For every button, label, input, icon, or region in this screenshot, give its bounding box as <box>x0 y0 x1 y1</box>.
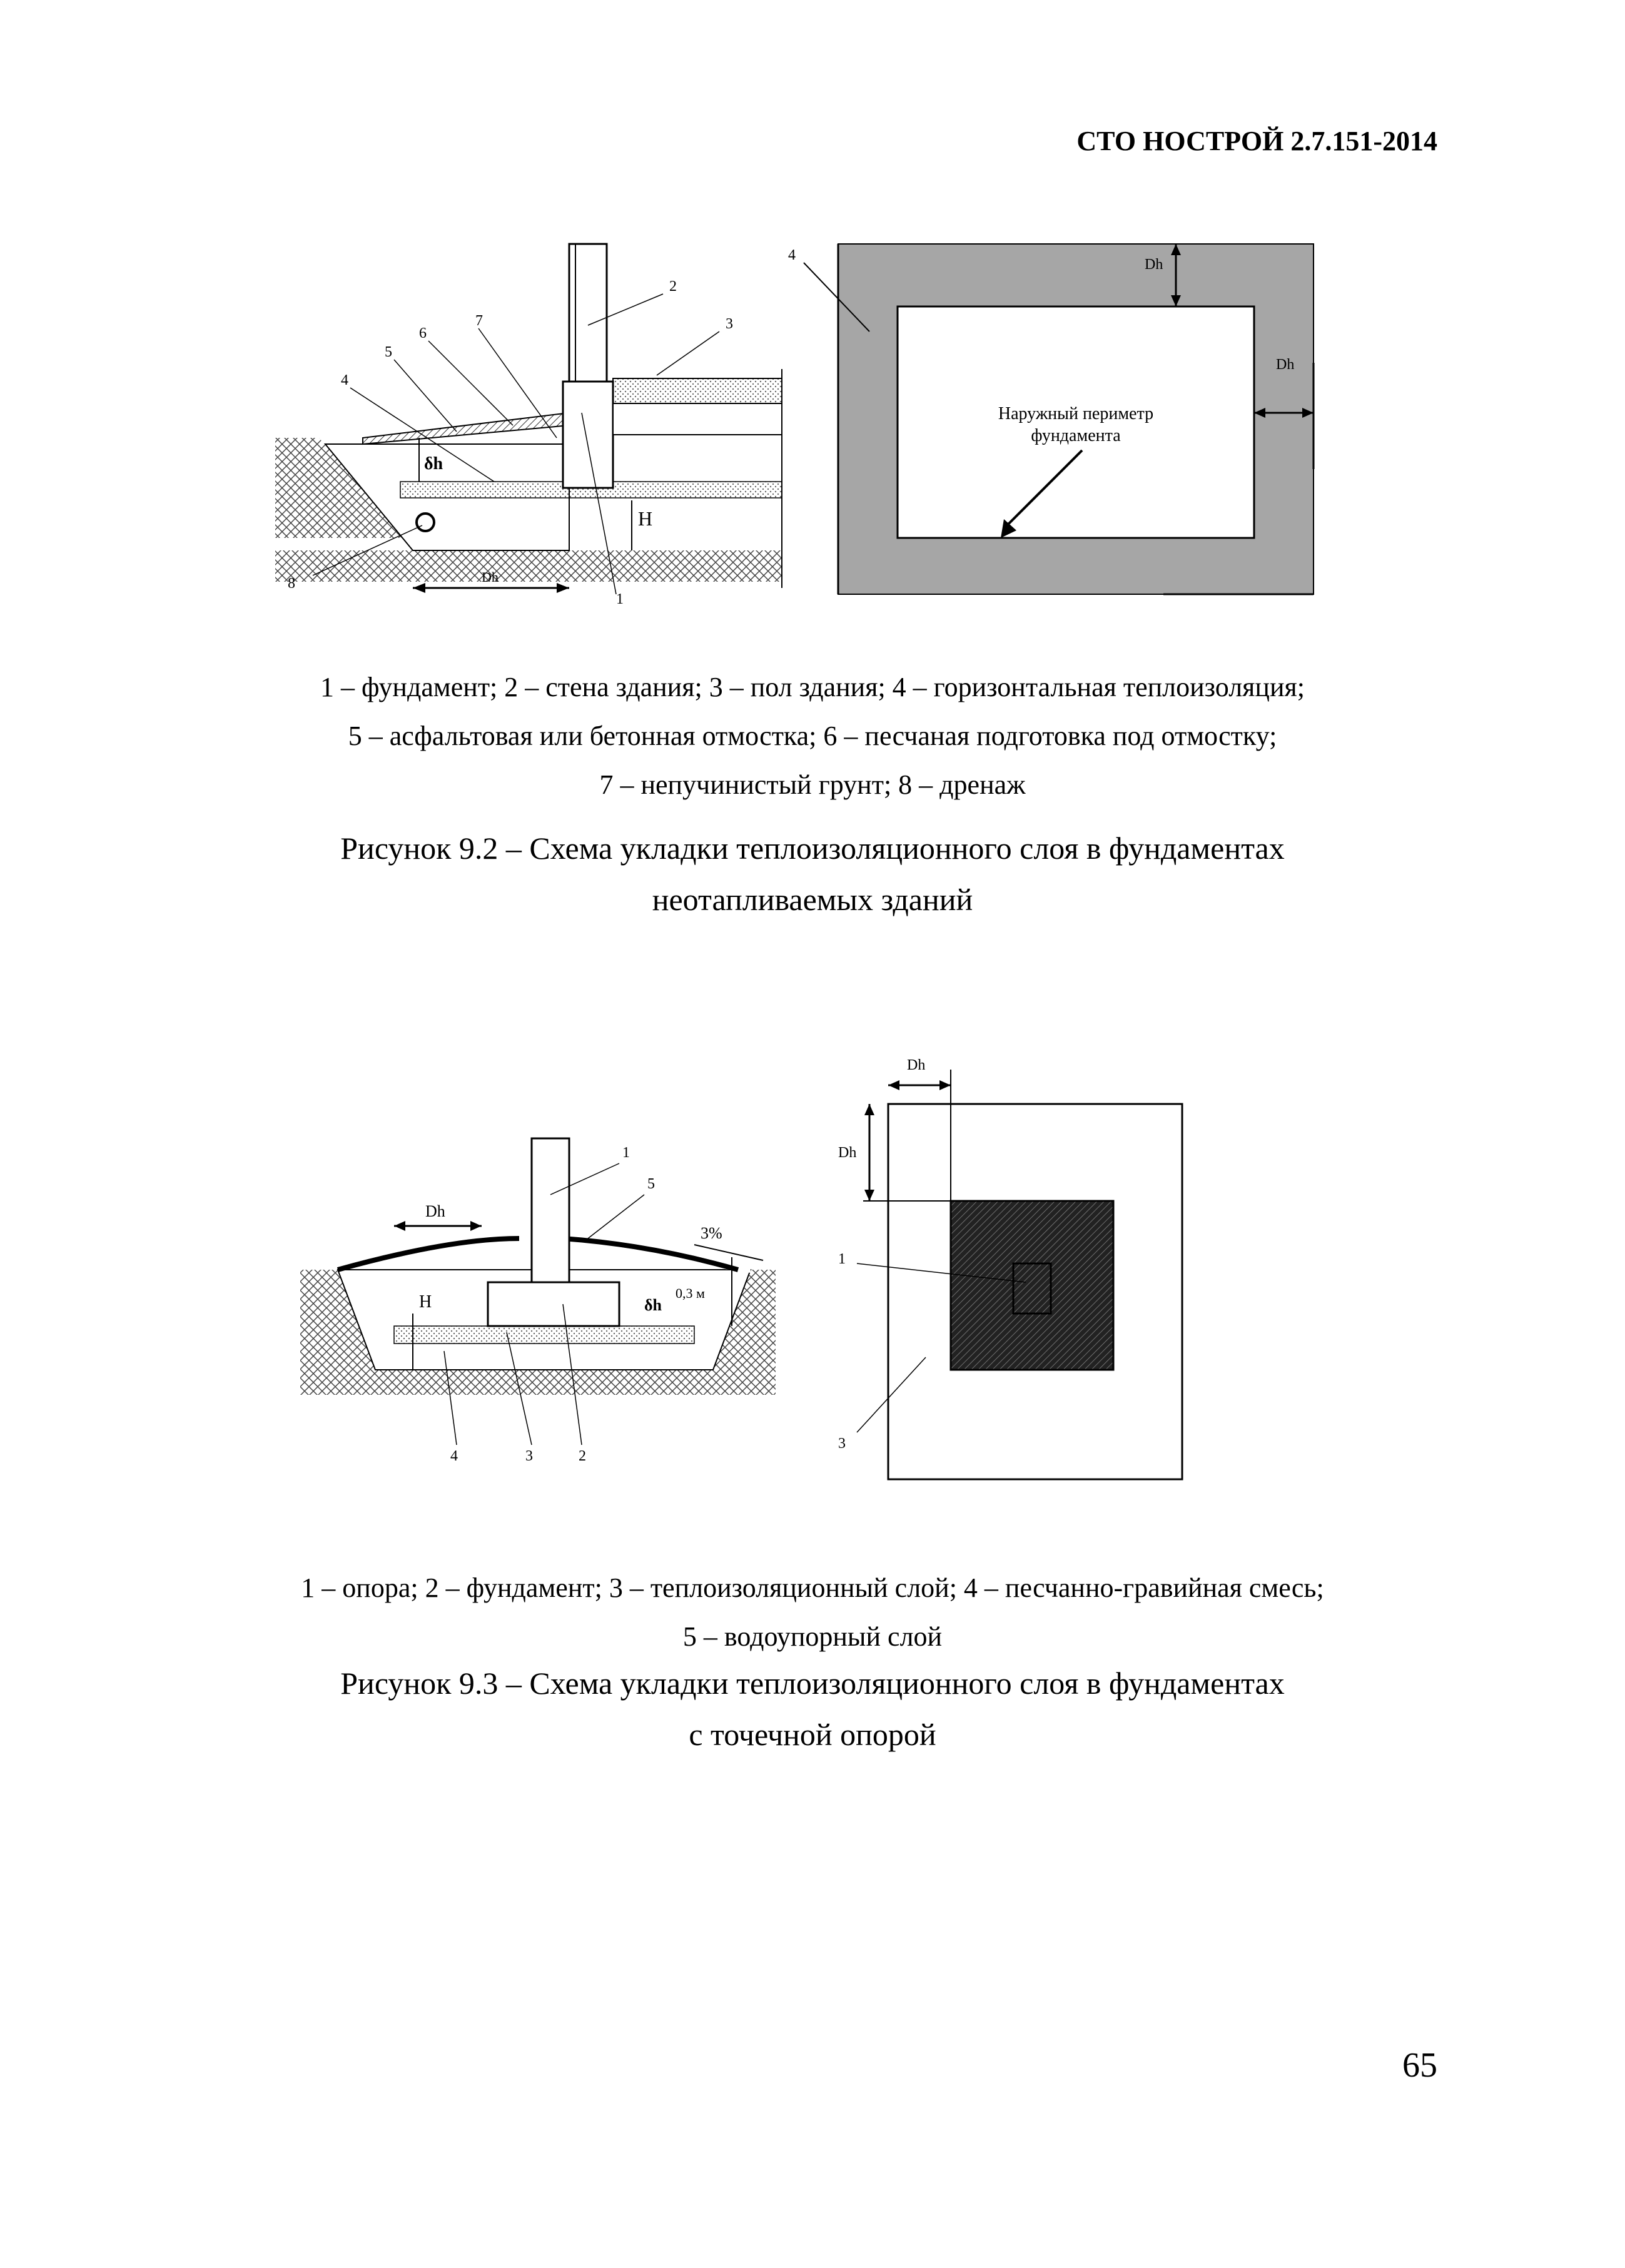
label-4: 4 <box>341 372 348 388</box>
label-1: 1 <box>616 591 624 607</box>
legend-line: 5 – асфальтовая или бетонная отмостка; 6… <box>348 721 1277 751</box>
s2-label-3: 3 <box>525 1448 533 1464</box>
plan2-label-1: 1 <box>838 1251 846 1267</box>
figure-9-3-section: Dh H δh 0,3 м 3% 1 2 3 4 5 <box>300 1120 801 1482</box>
legend-line: 1 – опора; 2 – фундамент; 3 – теплоизоля… <box>301 1572 1324 1603</box>
caption-line: неотапливаемых зданий <box>652 882 973 917</box>
perimeter-text-2: фундамента <box>1031 426 1121 445</box>
label-5: 5 <box>385 344 392 360</box>
plan2-label-3: 3 <box>838 1435 846 1452</box>
caption-line: Рисунок 9.2 – Схема укладки теплоизоляци… <box>340 831 1285 866</box>
caption-line: Рисунок 9.3 – Схема укладки теплоизоляци… <box>340 1666 1285 1701</box>
legend-line: 7 – непучинистый грунт; 8 – дренаж <box>599 769 1026 800</box>
section-h-label: H <box>638 507 652 530</box>
figure-9-2-caption: Рисунок 9.2 – Схема укладки теплоизоляци… <box>0 823 1625 925</box>
perimeter-text-1: Наружный периметр <box>998 404 1153 423</box>
figure-9-2-legend: 1 – фундамент; 2 – стена здания; 3 – пол… <box>0 663 1625 809</box>
label-3: 3 <box>726 316 733 332</box>
figure-9-3-plan: Dh Dh 1 3 <box>813 1032 1213 1495</box>
legend-line: 5 – водоупорный слой <box>682 1621 943 1652</box>
section2-dh: Dh <box>425 1202 445 1220</box>
s2-label-4: 4 <box>450 1448 458 1464</box>
plan2-dh-top: Dh <box>907 1057 925 1073</box>
section-dh-label: Dh <box>482 569 499 585</box>
section2-h: H <box>419 1292 432 1312</box>
s2-label-5: 5 <box>647 1176 655 1192</box>
s2-label-1: 1 <box>622 1145 630 1161</box>
section2-slope: 3% <box>701 1224 722 1242</box>
figure-9-3-legend: 1 – опора; 2 – фундамент; 3 – теплоизоля… <box>0 1564 1625 1661</box>
figure-9-2-plan: Dh Dh 4 Наружный периметр фундамента <box>776 225 1326 613</box>
label-8: 8 <box>288 575 295 592</box>
label-2: 2 <box>669 278 677 295</box>
document-code: СТО НОСТРОЙ 2.7.151-2014 <box>1076 126 1437 156</box>
plan-dh-right: Dh <box>1276 357 1294 373</box>
figure-9-3-caption: Рисунок 9.3 – Схема укладки теплоизоляци… <box>0 1658 1625 1760</box>
label-7: 7 <box>475 313 483 329</box>
caption-line: с точечной опорой <box>689 1717 936 1752</box>
section2-depth: 0,3 м <box>676 1285 705 1301</box>
s2-label-2: 2 <box>579 1448 586 1464</box>
plan2-dh-left: Dh <box>838 1145 856 1161</box>
label-6: 6 <box>419 325 427 342</box>
page-number: 65 <box>1402 2046 1437 2085</box>
plan-dh-top: Dh <box>1145 256 1163 273</box>
section-delta-label: δh <box>424 454 443 473</box>
figure-9-2-section: H δh Dh 1 2 3 4 5 6 7 8 <box>269 225 807 625</box>
legend-line: 1 – фундамент; 2 – стена здания; 3 – пол… <box>320 672 1305 702</box>
section2-delta: δh <box>644 1296 662 1314</box>
plan-label-4: 4 <box>788 247 796 263</box>
